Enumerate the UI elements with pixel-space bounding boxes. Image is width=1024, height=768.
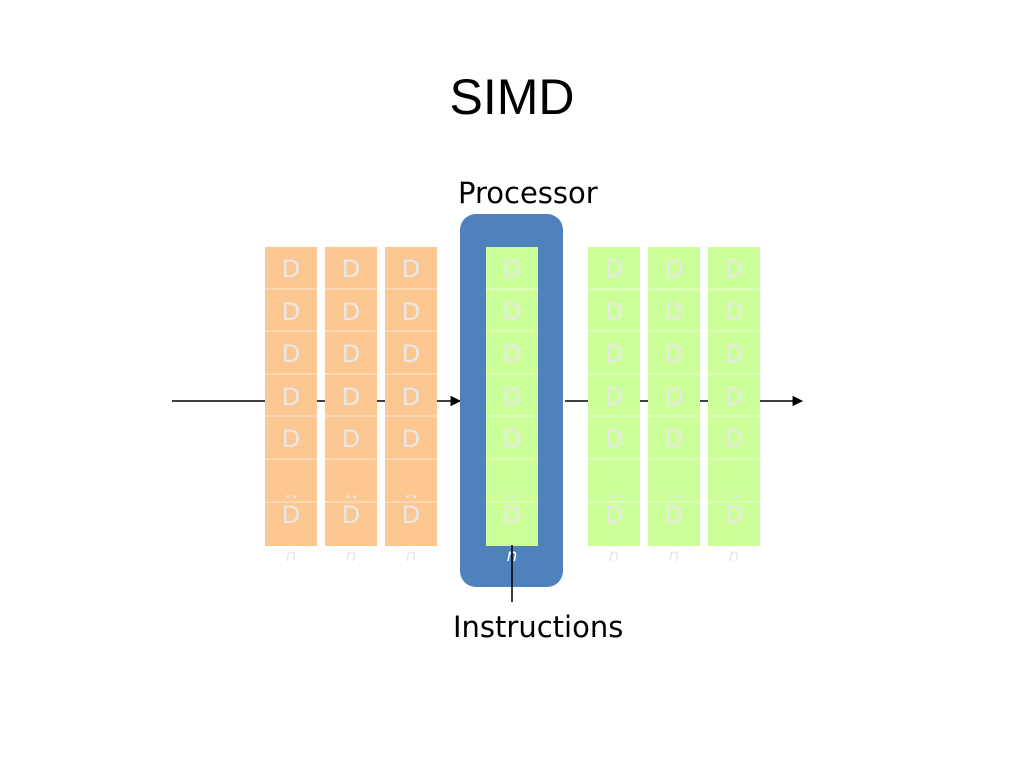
- data-cell-glyph: D: [605, 255, 623, 283]
- processing-column-fill: [486, 247, 538, 546]
- data-cell-glyph: D: [665, 255, 683, 283]
- data-cell-glyph: D: [282, 340, 300, 368]
- data-cell-glyph: D: [342, 383, 360, 411]
- index-glyph: n: [669, 546, 680, 566]
- data-cell-glyph: D: [605, 425, 623, 453]
- data-cell-glyph: D: [342, 340, 360, 368]
- data-cell-glyph: D: [605, 383, 623, 411]
- ellipsis-glyph: ..: [727, 479, 741, 504]
- input-column-fill: [265, 247, 317, 546]
- processor-label: Processor: [458, 176, 598, 210]
- data-cell-glyph: D: [605, 340, 623, 368]
- data-cell-glyph: D: [282, 298, 300, 326]
- data-cell-glyph: D: [282, 255, 300, 283]
- data-cell-glyph: D: [282, 425, 300, 453]
- data-cell-glyph: D: [282, 383, 300, 411]
- data-cell-glyph: D: [725, 298, 743, 326]
- data-columns: DDDDD..DnDDDDD..DnDDDDD..DnDDDDD..DnDDDD…: [265, 247, 760, 566]
- data-cell-glyph: D: [725, 383, 743, 411]
- data-cell-glyph: D: [402, 255, 420, 283]
- ellipsis-glyph: ..: [344, 479, 358, 504]
- ellipsis-glyph: ..: [667, 479, 681, 504]
- data-cell-glyph: D: [665, 501, 683, 529]
- output-column-fill: [708, 247, 760, 546]
- output-column-fill: [588, 247, 640, 546]
- data-cell-glyph: D: [503, 340, 521, 368]
- index-glyph: n: [346, 546, 357, 566]
- data-cell-glyph: D: [282, 501, 300, 529]
- data-cell-glyph: D: [503, 255, 521, 283]
- data-cell-glyph: D: [503, 383, 521, 411]
- data-cell-glyph: D: [402, 298, 420, 326]
- data-cell-glyph: D: [605, 298, 623, 326]
- instructions-label: Instructions: [453, 610, 624, 644]
- data-cell-glyph: D: [605, 501, 623, 529]
- data-cell-glyph: D: [342, 425, 360, 453]
- data-cell-glyph: D: [503, 425, 521, 453]
- index-glyph: n: [729, 546, 740, 566]
- index-glyph: n: [406, 546, 417, 566]
- data-cell-glyph: D: [665, 383, 683, 411]
- data-cell-glyph: D: [402, 501, 420, 529]
- data-cell-glyph: D: [725, 501, 743, 529]
- data-cell-glyph: D: [665, 340, 683, 368]
- output-column-fill: [648, 247, 700, 546]
- data-cell-glyph: D: [725, 340, 743, 368]
- data-cell-glyph: D: [503, 298, 521, 326]
- data-cell-glyph: D: [665, 425, 683, 453]
- input-column-fill: [325, 247, 377, 546]
- data-cell-glyph: D: [503, 501, 521, 529]
- data-cell-glyph: D: [402, 383, 420, 411]
- ellipsis-glyph: ..: [607, 479, 621, 504]
- input-column-fill: [385, 247, 437, 546]
- index-glyph: n: [609, 546, 620, 566]
- ellipsis-glyph: ..: [284, 479, 298, 504]
- data-cell-glyph: D: [342, 298, 360, 326]
- data-cell-glyph: D: [725, 255, 743, 283]
- data-cell-glyph: D: [402, 425, 420, 453]
- ellipsis-glyph: ..: [404, 479, 418, 504]
- index-glyph: n: [286, 546, 297, 566]
- data-cell-glyph: D: [342, 501, 360, 529]
- slide-title: SIMD: [449, 69, 575, 125]
- data-cell-glyph: D: [402, 340, 420, 368]
- data-cell-glyph: D: [665, 298, 683, 326]
- data-cell-glyph: D: [725, 425, 743, 453]
- ellipsis-glyph: ..: [505, 479, 519, 504]
- data-cell-glyph: D: [342, 255, 360, 283]
